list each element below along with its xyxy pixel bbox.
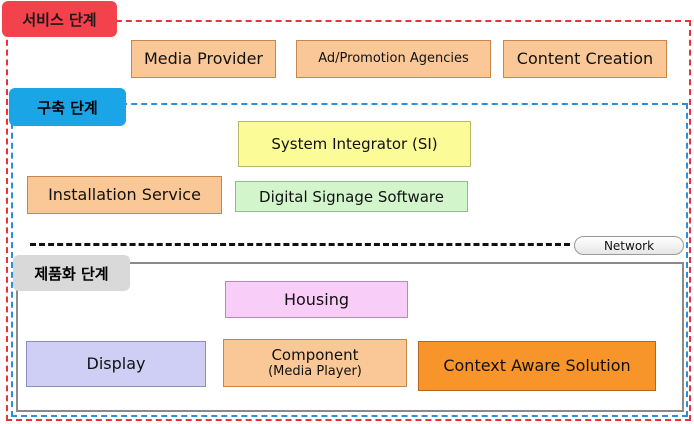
product-stage-frame <box>16 262 684 412</box>
context-aware-box: Context Aware Solution <box>418 341 656 391</box>
signage-software-box: Digital Signage Software <box>235 181 468 212</box>
installation-service-box: Installation Service <box>27 176 222 214</box>
network-label: Network <box>603 238 655 253</box>
product-stage-label: 제품화 단계 <box>13 255 130 291</box>
component-label: Component <box>271 346 359 365</box>
system-integrator-box: System Integrator (SI) <box>238 121 471 167</box>
service-stage-label: 서비스 단계 <box>2 1 117 37</box>
ad-agencies-box: Ad/Promotion Agencies <box>296 40 491 78</box>
network-label-pill: Network <box>574 236 684 255</box>
system-integrator-label: System Integrator (SI) <box>271 135 438 153</box>
display-box: Display <box>26 341 206 387</box>
housing-label: Housing <box>283 289 350 309</box>
display-label: Display <box>86 354 146 374</box>
content-creation-label: Content Creation <box>516 49 654 69</box>
build-stage-label: 구축 단계 <box>9 88 126 126</box>
network-divider <box>30 243 570 246</box>
component-sublabel: (Media Player) <box>268 364 362 380</box>
media-provider-box: Media Provider <box>131 40 276 78</box>
ad-agencies-label: Ad/Promotion Agencies <box>318 51 469 67</box>
signage-software-label: Digital Signage Software <box>259 187 444 206</box>
media-provider-label: Media Provider <box>143 49 263 69</box>
content-creation-box: Content Creation <box>503 40 667 78</box>
build-stage-frame <box>11 103 688 417</box>
service-stage-frame <box>6 20 691 421</box>
context-aware-label: Context Aware Solution <box>443 356 631 376</box>
component-box: Component (Media Player) <box>223 339 407 387</box>
housing-box: Housing <box>225 281 408 318</box>
installation-service-label: Installation Service <box>48 185 201 205</box>
